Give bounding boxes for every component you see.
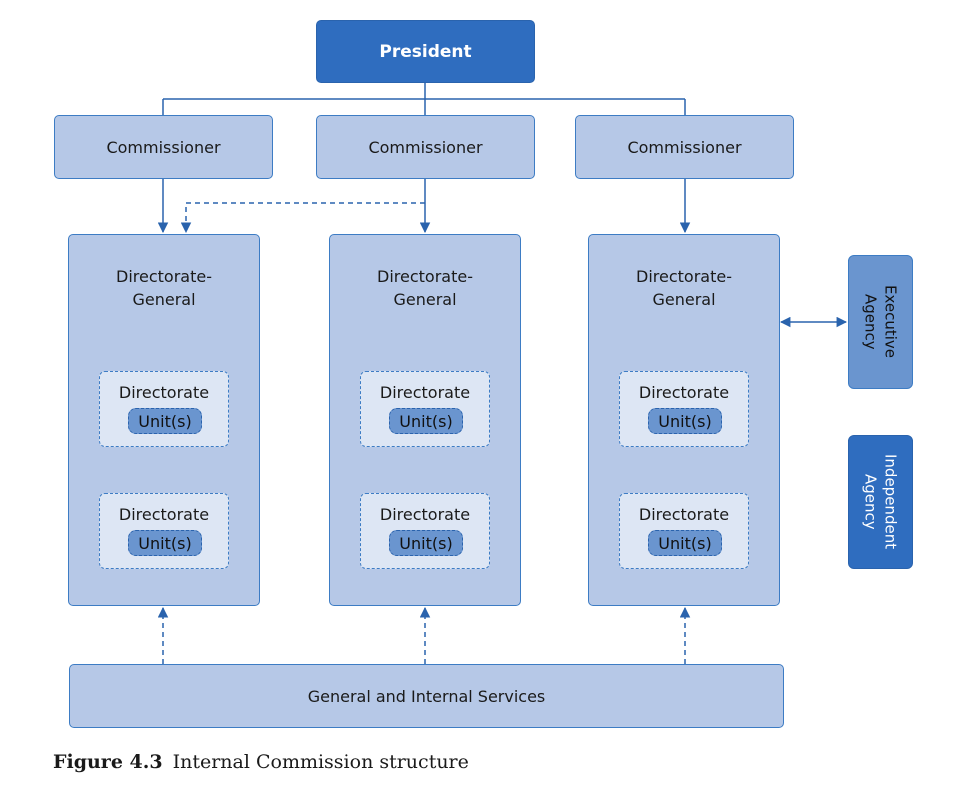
commissioner-box-2: Commissioner [316, 115, 535, 179]
unit-box: Unit(s) [648, 408, 722, 434]
commissioner-label: Commissioner [368, 137, 483, 157]
services-box: General and Internal Services [69, 664, 784, 728]
commissioner-label: Commissioner [106, 137, 221, 157]
directorate-box: Directorate Unit(s) [619, 493, 749, 569]
figure-caption: Figure 4.3 Internal Commission structure [53, 751, 469, 773]
unit-box: Unit(s) [389, 408, 463, 434]
independent-agency-label: Independent Agency [861, 454, 900, 550]
unit-box: Unit(s) [128, 530, 202, 556]
dashed-cross-link [180, 202, 425, 234]
directorate-general-2: Directorate- General Directorate Unit(s)… [329, 234, 521, 606]
directorate-general-1: Directorate- General Directorate Unit(s)… [68, 234, 260, 606]
executive-agency-label: Executive Agency [861, 285, 900, 359]
independent-agency-box: Independent Agency [848, 435, 913, 569]
directorate-box: Directorate Unit(s) [99, 493, 229, 569]
directorate-box: Directorate Unit(s) [99, 371, 229, 447]
directorate-label: Directorate [118, 505, 210, 524]
directorate-label: Directorate [118, 383, 210, 402]
commissioner-label: Commissioner [627, 137, 742, 157]
directorate-label: Directorate [379, 505, 471, 524]
commissioner-box-1: Commissioner [54, 115, 273, 179]
services-label: General and Internal Services [307, 686, 546, 706]
directorate-label: Directorate [638, 383, 730, 402]
directorate-box: Directorate Unit(s) [619, 371, 749, 447]
dg-title: Directorate- General [116, 267, 212, 309]
dg-title: Directorate- General [377, 267, 473, 309]
executive-agency-box: Executive Agency [848, 255, 913, 389]
unit-box: Unit(s) [128, 408, 202, 434]
directorate-label: Directorate [379, 383, 471, 402]
directorate-box: Directorate Unit(s) [360, 371, 490, 447]
president-label: President [379, 41, 472, 62]
directorate-label: Directorate [638, 505, 730, 524]
figure-number: Figure 4.3 [53, 751, 163, 773]
figure-caption-text: Internal Commission structure [172, 751, 469, 773]
president-link [162, 83, 686, 115]
directorate-general-3: Directorate- General Directorate Unit(s)… [588, 234, 780, 606]
unit-box: Unit(s) [389, 530, 463, 556]
unit-box: Unit(s) [648, 530, 722, 556]
dg-title: Directorate- General [636, 267, 732, 309]
directorate-box: Directorate Unit(s) [360, 493, 490, 569]
commissioner-box-3: Commissioner [575, 115, 794, 179]
president-box: President [316, 20, 535, 83]
